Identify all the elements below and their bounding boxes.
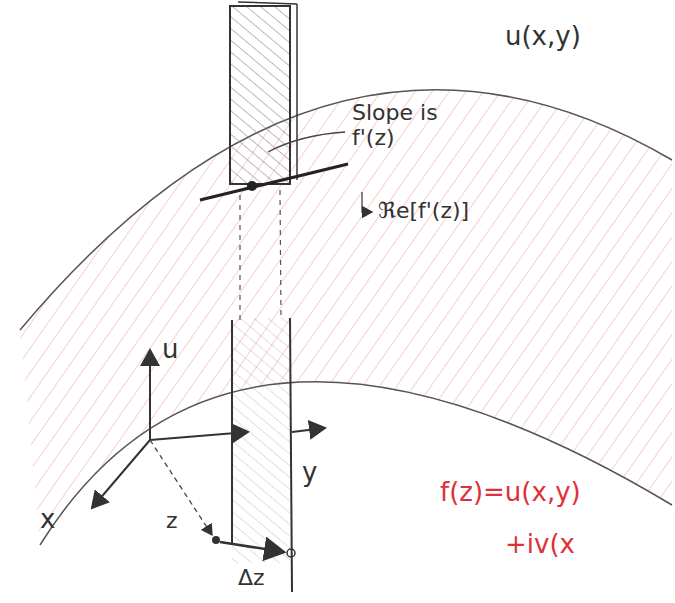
- u-axis: [149, 350, 151, 440]
- x-axis: [92, 440, 150, 508]
- surface-bottom-edge: [40, 382, 672, 545]
- formula-text: f(z)=u(x,y): [440, 478, 581, 508]
- point-label: z: [166, 508, 178, 533]
- delta-z-arrow: [220, 542, 284, 552]
- y-axis: [150, 432, 248, 440]
- tangent-line: [200, 164, 348, 200]
- surface-hatching: [20, 90, 672, 545]
- real-part-note: ℜe[f'(z)]: [378, 198, 469, 223]
- axis-label: u: [162, 335, 178, 365]
- point: [247, 181, 257, 191]
- projection-line: [239, 195, 240, 320]
- z-vector: [150, 440, 212, 535]
- arrow-hook: [362, 192, 372, 212]
- axis-label: y: [302, 458, 317, 488]
- formula-text: +iv(x: [505, 530, 575, 560]
- increment-label: Δz: [238, 565, 265, 590]
- axis-label: x: [40, 505, 55, 535]
- projection-line: [280, 190, 281, 320]
- leader-line: [268, 132, 345, 152]
- surface-top-edge: [20, 90, 672, 330]
- surface-label: u(x,y): [505, 22, 581, 52]
- slope-note: Slope is f'(z): [352, 100, 462, 151]
- strip-top: [230, 6, 290, 184]
- strip-bottom-hatch: [232, 318, 290, 563]
